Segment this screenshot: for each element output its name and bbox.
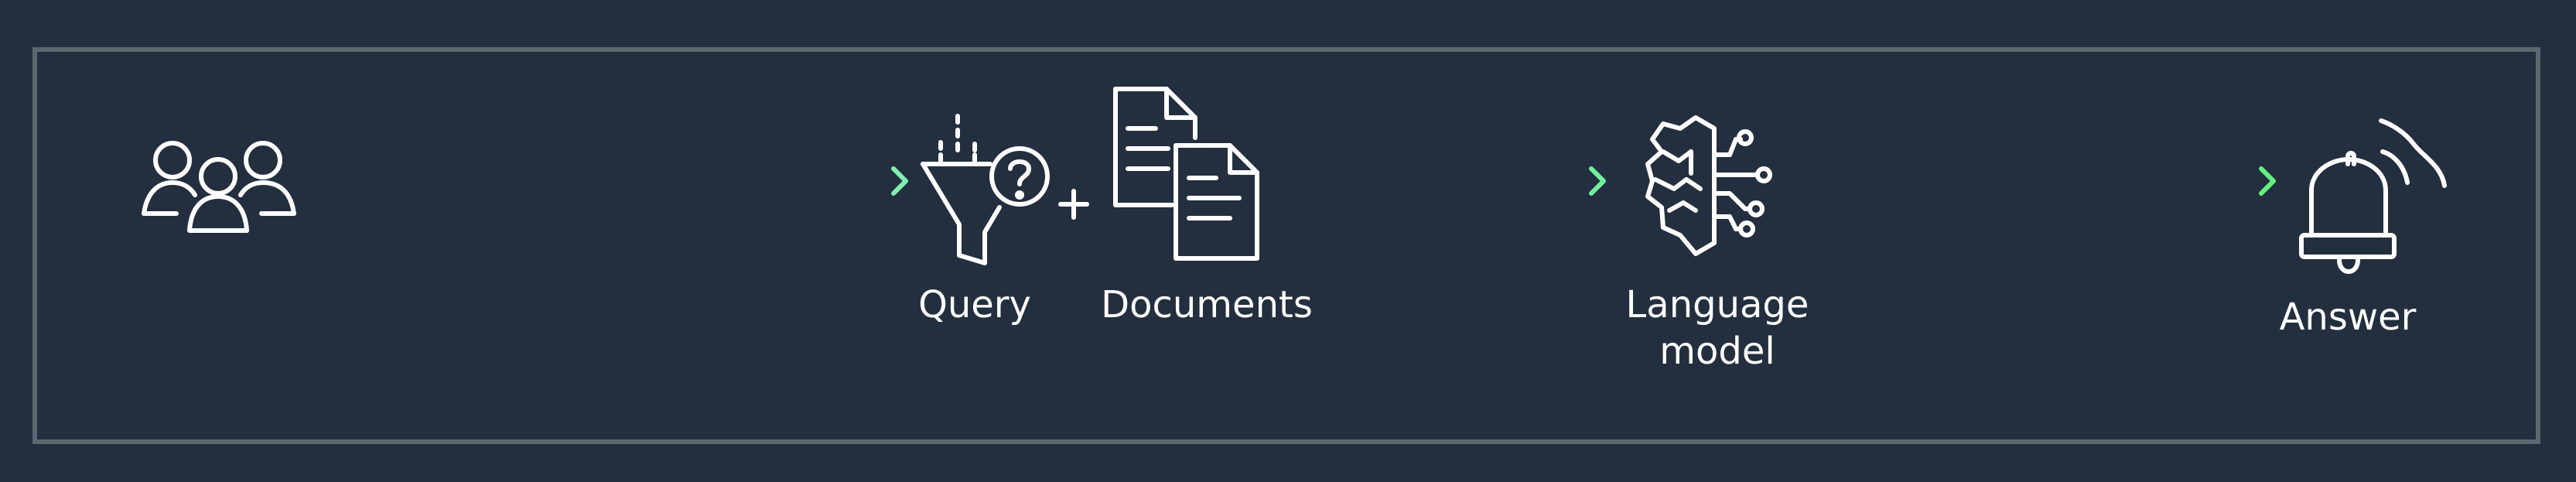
documents-icon bbox=[1113, 87, 1259, 261]
query-filter-icon bbox=[921, 114, 1050, 265]
language-model-label-text: Language model bbox=[1625, 283, 1809, 373]
answer-label: Answer bbox=[2279, 296, 2417, 339]
plus-icon bbox=[1058, 189, 1089, 220]
documents-label: Documents bbox=[1101, 283, 1313, 326]
users-icon bbox=[142, 141, 296, 233]
diagram-frame bbox=[32, 47, 2540, 444]
arrow-documents-to-lm bbox=[1269, 166, 1606, 196]
query-label: Query bbox=[918, 283, 1031, 326]
arrow-users-to-query bbox=[308, 166, 908, 196]
bell-icon bbox=[2299, 118, 2447, 274]
language-model-label: Language model bbox=[1594, 282, 1841, 374]
brain-circuit-icon bbox=[1645, 115, 1772, 256]
arrow-lm-to-answer bbox=[1810, 166, 2276, 196]
